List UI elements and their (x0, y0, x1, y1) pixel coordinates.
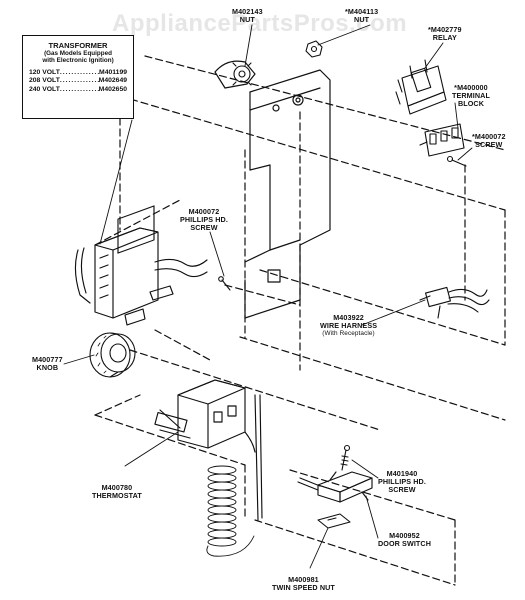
part-name: DOOR SWITCH (378, 539, 432, 549)
part-name: WIRE HARNESS (320, 321, 378, 331)
wire-harness-part (419, 286, 490, 319)
callout-phillips-screw-left: M400072 PHILLIPS HD. SCREW (180, 207, 228, 233)
mounting-bracket (214, 60, 331, 319)
part-number: *M400072 (472, 132, 506, 141)
watermark-text: AppliancePartsPros.com (112, 10, 408, 37)
callout-screw-right: *M400072 SCREW (472, 132, 506, 150)
part-note: (With Receptacle) (322, 330, 375, 338)
twin-speed-nut-part (317, 513, 351, 529)
callout-phillips-screw-bottom: M401940 PHILLIPS HD. SCREW (378, 469, 426, 495)
transformer-spec-box: TRANSFORMER (Gas Models Equipped with El… (22, 35, 134, 119)
transformer-row: 208 VOLT .................. M402649 (23, 77, 133, 86)
part-number: M400952 (389, 531, 420, 540)
part-number: M400780 (101, 483, 133, 492)
part-name: THERMOSTAT (92, 491, 142, 501)
dot-leader: .................. (59, 86, 99, 93)
part-name: SCREW (475, 140, 503, 150)
transformer-voltage: 240 VOLT (29, 86, 60, 93)
nut-part-m402143 (232, 62, 252, 86)
callout-nut-m402143: M402143 NUT (232, 7, 263, 25)
terminal-block-part (419, 123, 465, 157)
part-number: M400777 (32, 355, 63, 364)
callout-knob: M400777 KNOB (32, 355, 63, 373)
transformer-voltage: 120 VOLT (29, 68, 60, 76)
transformer-row: 120 VOLT .................. M401199 (23, 69, 133, 78)
part-name: PHILLIPS HD. (180, 215, 228, 225)
thermostat-part (154, 379, 263, 557)
part-name: NUT (354, 15, 370, 25)
part-name: TWIN SPEED NUT (272, 583, 335, 593)
part-name: BLOCK (457, 99, 484, 109)
part-number: M403922 (333, 313, 364, 322)
part-number: M400072 (188, 207, 220, 216)
transformer-note-line2: with Electronic Ignition) (42, 57, 114, 65)
dot-leader: .................. (59, 68, 99, 76)
transformer-title: TRANSFORMER (48, 41, 108, 50)
screw-part-right (446, 155, 467, 167)
part-name: SCREW (190, 223, 218, 233)
transformer-voltage: 208 VOLT (29, 77, 60, 85)
door-switch-part (297, 471, 373, 503)
callout-terminal-block: *M400000 TERMINAL BLOCK (452, 83, 490, 109)
phillips-screw-left (218, 276, 231, 291)
part-name: KNOB (36, 363, 59, 373)
part-number: *M402779 (428, 25, 462, 34)
part-name: NUT (239, 15, 255, 25)
callout-door-switch: M400952 DOOR SWITCH (378, 531, 432, 549)
relay-part (395, 59, 447, 115)
dot-leader: .................. (59, 77, 99, 85)
callout-wire-harness: M403922 WIRE HARNESS (With Receptacle) (320, 313, 378, 339)
transformer-part-number: M402649 (98, 77, 127, 85)
part-number: M402143 (232, 7, 263, 16)
transformer-note-line1: (Gas Models Equipped (44, 50, 112, 57)
leader-lines (63, 24, 473, 569)
part-name: TERMINAL (452, 91, 490, 101)
part-number: M401940 (386, 469, 418, 478)
part-name: SCREW (388, 485, 416, 495)
part-number: *M404113 (345, 7, 379, 16)
transformer-row: 240 VOLT .................. M402650 (23, 86, 133, 95)
part-number: M400981 (288, 575, 319, 584)
knob-part (89, 332, 136, 378)
part-name: PHILLIPS HD. (378, 477, 426, 487)
callout-nut-m404113: *M404113 NUT (345, 7, 379, 25)
transformer-part-number: M402650 (98, 86, 127, 93)
transformer-part-number: M401199 (99, 68, 127, 76)
transformer-part (74, 205, 208, 326)
dashed-assembly-guides (94, 55, 506, 586)
part-name: RELAY (432, 33, 457, 43)
nut-part-m404113 (305, 40, 323, 58)
callout-thermostat: M400780 THERMOSTAT (92, 483, 142, 501)
part-number: *M400000 (454, 83, 488, 92)
callout-twin-speed-nut: M400981 TWIN SPEED NUT (272, 575, 335, 593)
callout-relay: *M402779 RELAY (428, 25, 462, 43)
phillips-screw-bottom (340, 444, 351, 471)
